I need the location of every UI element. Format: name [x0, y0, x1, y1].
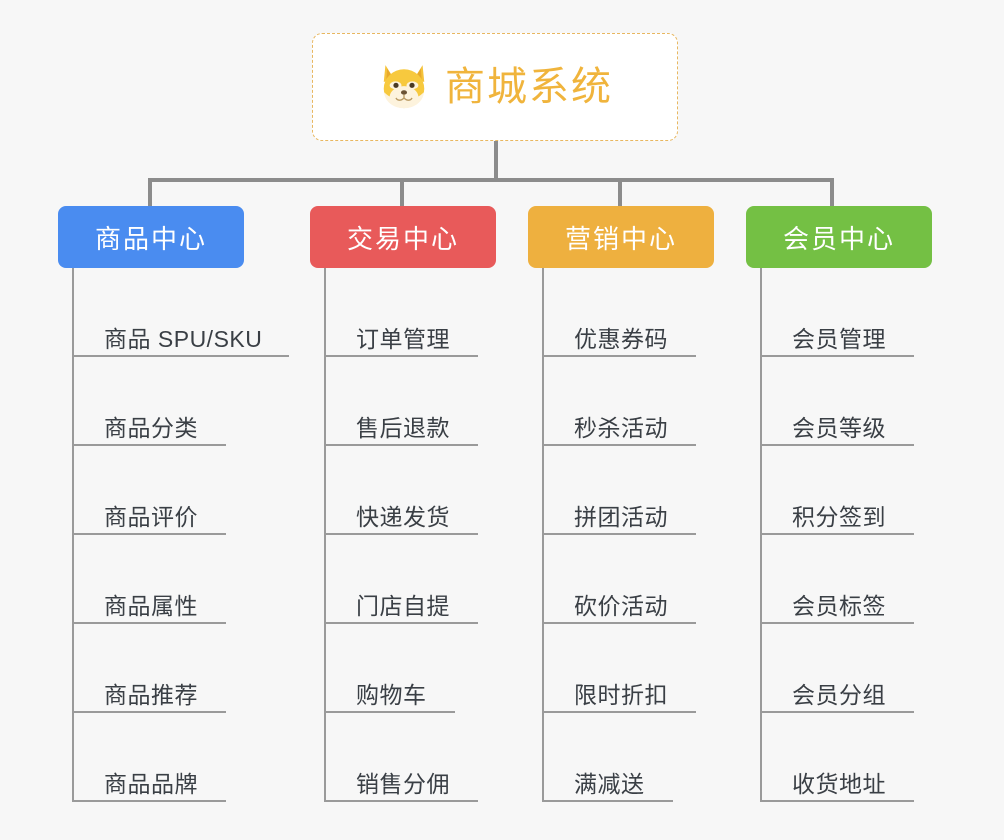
leaf-item[interactable]: 收货地址: [762, 713, 968, 802]
branch-header-marketing-center[interactable]: 营销中心: [528, 206, 714, 268]
leaf-item[interactable]: 商品属性: [74, 535, 280, 624]
leaf-item[interactable]: 限时折扣: [544, 624, 750, 713]
leaf-underline: [762, 533, 914, 535]
leaf-label: 会员管理: [792, 325, 886, 352]
leaf-item[interactable]: 售后退款: [326, 357, 532, 446]
branch-header-product-center[interactable]: 商品中心: [58, 206, 244, 268]
branch-header-member-center[interactable]: 会员中心: [746, 206, 932, 268]
leaf-label: 积分签到: [792, 503, 886, 530]
leaf-label: 会员分组: [792, 681, 886, 708]
leaf-underline: [74, 800, 226, 802]
leaf-item[interactable]: 砍价活动: [544, 535, 750, 624]
root-node[interactable]: 商城系统: [312, 33, 678, 141]
leaf-label: 售后退款: [356, 414, 450, 441]
leaf-list-member-center: 会员管理 会员等级 积分签到 会员标签 会员分组: [760, 268, 968, 802]
leaf-label: 商品 SPU/SKU: [104, 325, 263, 352]
leaf-label: 限时折扣: [574, 681, 668, 708]
branch-trade-center: 交易中心 订单管理 售后退款 快递发货 门店自提: [310, 206, 532, 802]
leaf-underline: [326, 711, 455, 713]
branch-marketing-center: 营销中心 优惠券码 秒杀活动 拼团活动 砍价活动: [528, 206, 750, 802]
leaf-item[interactable]: 拼团活动: [544, 446, 750, 535]
leaf-label: 商品推荐: [104, 681, 198, 708]
leaf-underline: [762, 711, 914, 713]
leaf-label: 商品评价: [104, 503, 198, 530]
leaf-item[interactable]: 门店自提: [326, 535, 532, 624]
leaf-item[interactable]: 会员等级: [762, 357, 968, 446]
leaf-underline: [74, 711, 226, 713]
leaf-underline: [326, 355, 478, 357]
leaf-item[interactable]: 商品 SPU/SKU: [74, 268, 289, 357]
leaf-underline: [74, 444, 226, 446]
leaf-label: 满减送: [574, 770, 645, 797]
leaf-item[interactable]: 商品品牌: [74, 713, 280, 802]
leaf-list-product-center: 商品 SPU/SKU 商品分类 商品评价 商品属性 商品推荐: [72, 268, 289, 802]
leaf-underline: [544, 444, 696, 446]
leaf-label: 会员等级: [792, 414, 886, 441]
branch-header-trade-center[interactable]: 交易中心: [310, 206, 496, 268]
leaf-item[interactable]: 会员管理: [762, 268, 968, 357]
branch-product-center: 商品中心 商品 SPU/SKU 商品分类 商品评价 商品属性: [58, 206, 289, 802]
leaf-list-trade-center: 订单管理 售后退款 快递发货 门店自提 购物车: [324, 268, 532, 802]
connector-drop-1: [148, 178, 152, 206]
shiba-dog-face-icon: [383, 65, 425, 110]
leaf-underline: [74, 622, 226, 624]
leaf-underline: [326, 622, 478, 624]
leaf-label: 商品分类: [104, 414, 198, 441]
leaf-item[interactable]: 会员标签: [762, 535, 968, 624]
leaf-item[interactable]: 销售分佣: [326, 713, 532, 802]
branch-member-center: 会员中心 会员管理 会员等级 积分签到 会员标签: [746, 206, 968, 802]
leaf-label: 商品品牌: [104, 770, 198, 797]
leaf-item[interactable]: 满减送: [544, 713, 750, 802]
leaf-underline: [762, 444, 914, 446]
leaf-underline: [544, 533, 696, 535]
leaf-label: 商品属性: [104, 592, 198, 619]
connector-drop-3: [618, 178, 622, 206]
connector-drop-4: [830, 178, 834, 206]
leaf-label: 门店自提: [356, 592, 450, 619]
leaf-item[interactable]: 积分签到: [762, 446, 968, 535]
leaf-underline: [74, 533, 226, 535]
leaf-label: 优惠券码: [574, 325, 668, 352]
leaf-item[interactable]: 订单管理: [326, 268, 532, 357]
leaf-list-marketing-center: 优惠券码 秒杀活动 拼团活动 砍价活动 限时折扣: [542, 268, 750, 802]
leaf-item[interactable]: 秒杀活动: [544, 357, 750, 446]
leaf-label: 秒杀活动: [574, 414, 668, 441]
leaf-item[interactable]: 会员分组: [762, 624, 968, 713]
leaf-underline: [326, 444, 478, 446]
leaf-item[interactable]: 商品分类: [74, 357, 280, 446]
leaf-underline: [326, 800, 478, 802]
leaf-label: 快递发货: [356, 503, 450, 530]
leaf-underline: [762, 622, 914, 624]
leaf-item[interactable]: 快递发货: [326, 446, 532, 535]
leaf-label: 收货地址: [792, 770, 886, 797]
leaf-underline: [544, 622, 696, 624]
leaf-underline: [762, 355, 914, 357]
leaf-label: 购物车: [356, 681, 427, 708]
leaf-item[interactable]: 优惠券码: [544, 268, 750, 357]
leaf-label: 销售分佣: [356, 770, 450, 797]
leaf-item[interactable]: 商品推荐: [74, 624, 280, 713]
leaf-label: 订单管理: [356, 325, 450, 352]
connector-drop-2: [400, 178, 404, 206]
leaf-underline: [544, 355, 696, 357]
leaf-item[interactable]: 购物车: [326, 624, 532, 713]
leaf-underline: [544, 711, 696, 713]
leaf-underline: [544, 800, 673, 802]
leaf-underline: [326, 533, 478, 535]
leaf-underline: [762, 800, 914, 802]
connector-horizontal-bus: [148, 178, 834, 182]
root-label: 商城系统: [445, 65, 613, 109]
leaf-item[interactable]: 商品评价: [74, 446, 280, 535]
connector-root-stem: [494, 141, 498, 181]
leaf-label: 会员标签: [792, 592, 886, 619]
leaf-underline: [74, 355, 289, 357]
leaf-label: 拼团活动: [574, 503, 668, 530]
leaf-label: 砍价活动: [574, 592, 668, 619]
